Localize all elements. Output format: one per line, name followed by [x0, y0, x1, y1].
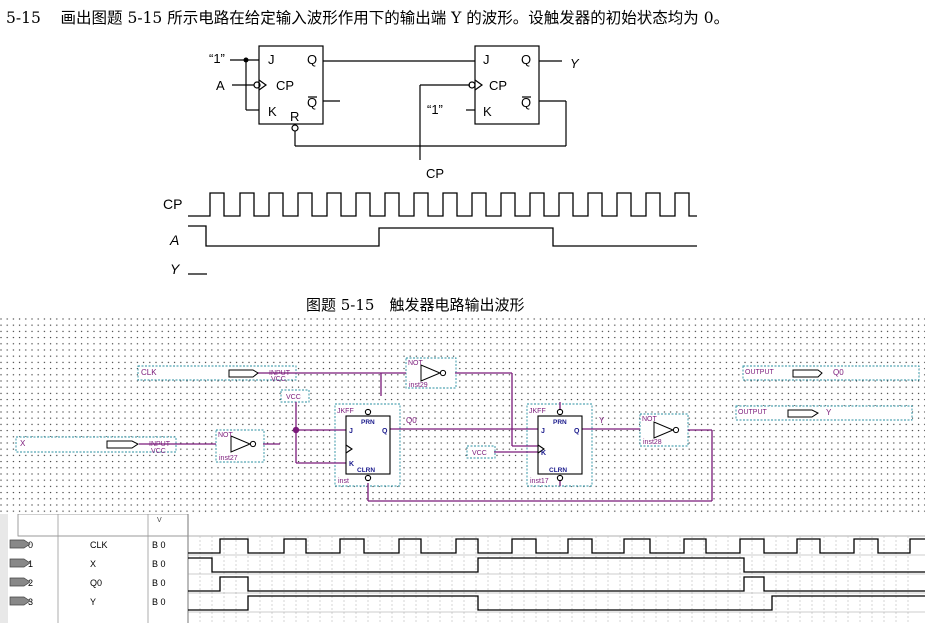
clk-input-text: INPUT: [269, 370, 291, 377]
ff2-j: J: [483, 52, 490, 67]
sim-value-x: B 0: [152, 559, 166, 569]
jkff1-text: JKFF: [337, 408, 354, 415]
sim-value-q0: B 0: [152, 578, 166, 588]
sim-index-0: 0: [28, 540, 33, 550]
inst27-label: inst27: [219, 455, 238, 462]
sim-index-1: 1: [28, 559, 33, 569]
sim-wave-clk: [188, 538, 925, 554]
vcc1-text: VCC: [286, 394, 301, 401]
quartus-schematic-editor[interactable]: CLK X INPUT VCC INPUT VCC NOT inst29 NOT…: [0, 318, 925, 514]
x-input-text: INPUT: [149, 441, 171, 448]
inst29-label: inst29: [409, 382, 428, 389]
clk-vcc-text: VCC: [271, 376, 286, 383]
clk-pin-label[interactable]: CLK: [141, 368, 157, 377]
sim-value-clk: B 0: [152, 540, 166, 550]
problem-number: 5-15: [6, 9, 41, 27]
ff1-k: K: [268, 104, 277, 119]
y-output-label[interactable]: Y: [826, 408, 832, 417]
sim-name-x[interactable]: X: [90, 559, 96, 569]
ff1-qbar: Q: [307, 95, 317, 110]
ff2-k: K: [483, 104, 492, 119]
wave-cp: [188, 192, 697, 217]
cp-input-label: CP: [426, 166, 444, 181]
one-label-2: “1”: [427, 102, 443, 117]
ff1-j: J: [268, 52, 275, 67]
ff1-prn: PRN: [361, 419, 375, 426]
output2-text: OUTPUT: [738, 409, 768, 416]
q0-output-label[interactable]: Q0: [833, 368, 844, 377]
output-y-label: Y: [570, 56, 580, 71]
input-signal-icon: [9, 558, 31, 568]
output-signal-icon: [9, 596, 31, 606]
output1-text: OUTPUT: [745, 369, 775, 376]
problem-statement: 5-15 画出图题 5-15 所示电路在给定输入波形作用下的输出端 Y 的波形。…: [6, 6, 729, 28]
ff1-j-pin: J: [349, 428, 353, 435]
ff2-q: Q: [521, 52, 531, 67]
ff1-clrn: CLRN: [357, 467, 375, 474]
sim-wave-q0: [188, 576, 925, 592]
ff2-cp: CP: [489, 78, 507, 93]
sim-value-y: B 0: [152, 597, 166, 607]
textbook-waveforms: CP A Y: [163, 192, 697, 277]
textbook-circuit: “1” A J CP K Q Q R J CP K Q Q “1” Y CP: [209, 45, 580, 181]
sim-index-2: 2: [28, 578, 33, 588]
wave-cp-label: CP: [163, 196, 182, 212]
ff1-q: Q: [307, 52, 317, 67]
sim-name-y[interactable]: Y: [90, 597, 96, 607]
inst28-label: inst28: [643, 439, 662, 446]
ff2-clrn: CLRN: [549, 467, 567, 474]
ff2-j-pin: J: [541, 428, 545, 435]
problem-text: 画出图题 5-15 所示电路在给定输入波形作用下的输出端 Y 的波形。设触发器的…: [60, 9, 730, 27]
wave-a: [188, 225, 697, 247]
sim-index-3: 3: [28, 597, 33, 607]
input-a-label: A: [216, 78, 225, 93]
sim-name-clk[interactable]: CLK: [90, 540, 108, 550]
ff1-cp: CP: [276, 78, 294, 93]
jkff2-text: JKFF: [529, 408, 546, 415]
input-signal-icon: [9, 539, 31, 549]
sim-wave-x: [188, 557, 925, 573]
q0-wire-label: Q0: [406, 416, 417, 425]
y-wire-label: Y: [599, 416, 605, 425]
one-label-1: “1”: [209, 51, 225, 66]
ff2-k-pin: K: [541, 450, 546, 457]
wave-a-label: A: [169, 232, 179, 248]
vcc2-text: VCC: [472, 450, 487, 457]
value-column-header: V: [157, 517, 162, 524]
not29-text: NOT: [408, 360, 424, 367]
inst17-label: inst17: [530, 478, 549, 485]
ff2-prn: PRN: [553, 419, 567, 426]
ff1-r: R: [290, 109, 299, 124]
x-pin-label[interactable]: X: [20, 439, 26, 448]
not28-text: NOT: [642, 416, 658, 423]
figure-caption: 图题 5-15 触发器电路输出波形: [306, 296, 525, 314]
ff1-box: [258, 45, 324, 125]
x-vcc-text: VCC: [151, 448, 166, 455]
sim-wave-y: [188, 595, 925, 611]
not27-text: NOT: [218, 432, 234, 439]
ff1-q-pin: Q: [382, 428, 388, 435]
output-signal-icon: [9, 577, 31, 587]
simulation-waveform-viewer[interactable]: V 0 CLK B 0 1 X B 0 2 Q0 B 0 3 Y B 0: [0, 514, 925, 623]
ff2-q-pin: Q: [574, 428, 580, 435]
ff1-k-pin: K: [349, 461, 354, 468]
ff2-qbar: Q: [521, 95, 531, 110]
sim-name-q0[interactable]: Q0: [90, 578, 102, 588]
wave-y-label: Y: [170, 261, 181, 277]
inst-label: inst: [338, 478, 349, 485]
